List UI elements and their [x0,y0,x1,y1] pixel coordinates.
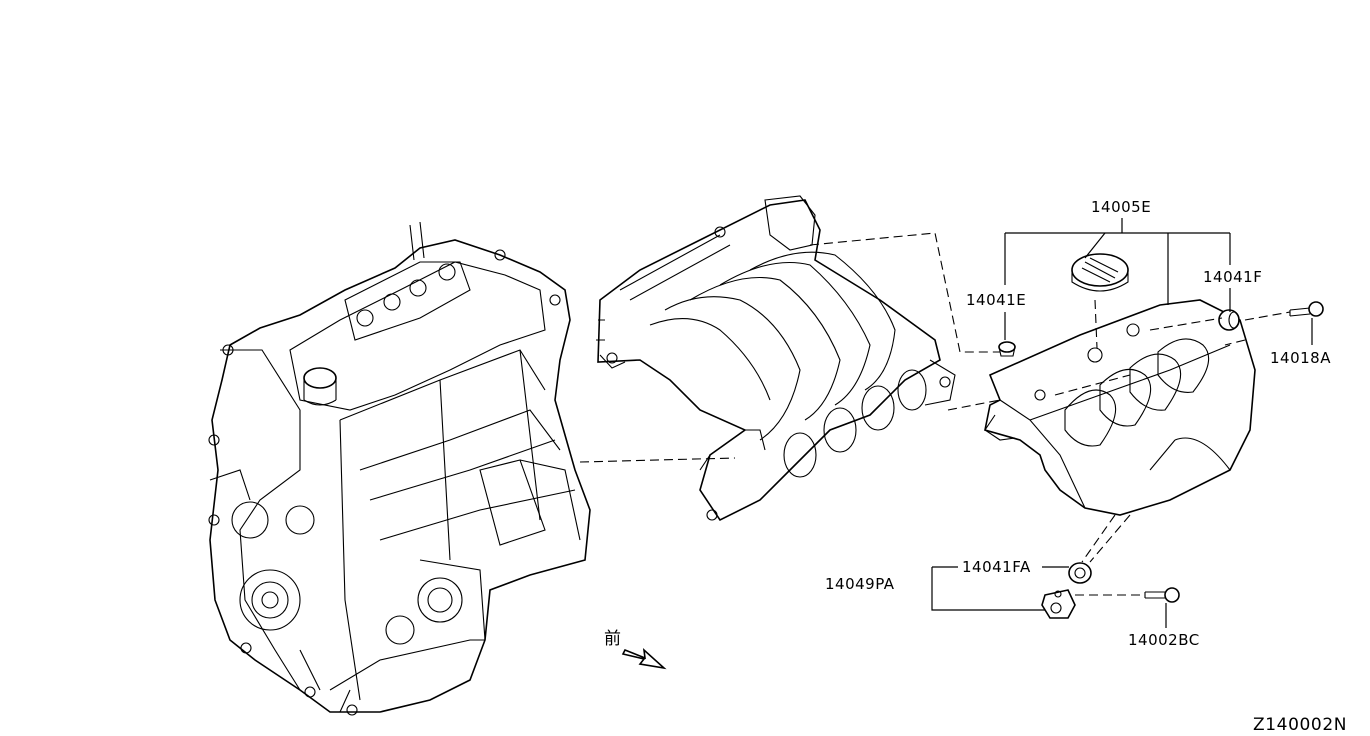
label-bolt-right: 14018A [1270,349,1331,367]
label-grommet-bottom: 14041FA [962,558,1031,576]
front-glyph: 前 [604,629,622,649]
label-bolt-bottom: 14002BC [1128,631,1200,649]
grommet-left-part [998,341,1016,357]
intake-manifold [596,195,956,522]
engine-assembly [208,221,591,716]
label-cover: 14005E [1091,198,1151,216]
front-arrow-icon [621,647,667,670]
grommet-bottom-part [1068,562,1092,584]
label-grommet-right: 14041F [1203,268,1262,286]
diagram-code: Z140002N [1253,715,1347,735]
bolt-right-part [1289,301,1324,317]
bolt-bottom-part [1144,587,1180,603]
label-bracket: 14049PA [825,575,895,593]
dashed-alignment-lines [579,232,1291,596]
label-grommet-left: 14041E [966,291,1026,309]
bracket-part [1041,589,1076,619]
engine-cover [984,299,1256,516]
grommet-right-part [1218,309,1240,331]
oil-filler-cap [1071,253,1129,292]
leader-lines [931,218,1313,628]
front-direction-indicator: 前 [604,629,667,670]
